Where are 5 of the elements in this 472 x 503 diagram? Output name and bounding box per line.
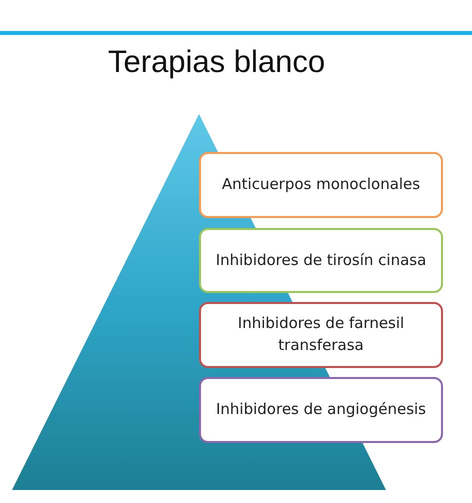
label-box: Inhibidores de tirosín cinasa xyxy=(199,228,443,293)
label-box: Inhibidores de farnesil transferasa xyxy=(199,302,443,368)
title: Terapias blanco xyxy=(108,44,326,80)
label-box: Anticuerpos monoclonales xyxy=(199,152,443,218)
label-box: Inhibidores de angiogénesis xyxy=(199,377,443,443)
